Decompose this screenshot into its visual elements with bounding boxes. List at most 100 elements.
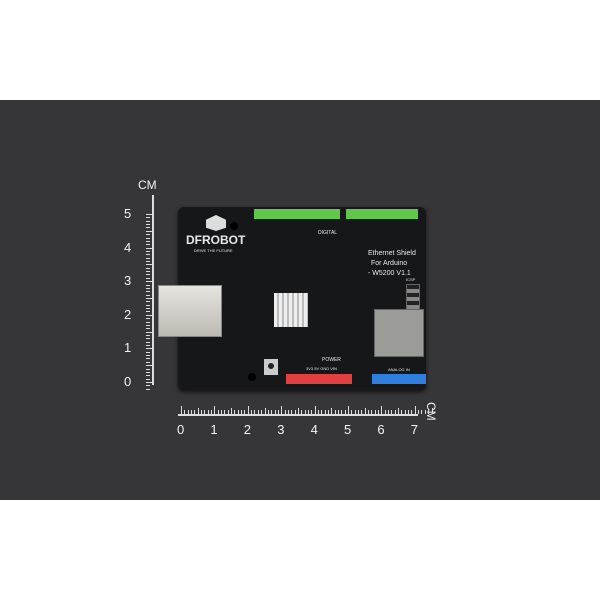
- horizontal-ruler-tick: [291, 410, 293, 414]
- horizontal-ruler-tick: [261, 410, 263, 414]
- title-line-2: For Arduino: [371, 260, 408, 267]
- vertical-ruler-tick: [146, 234, 150, 236]
- horizontal-ruler-tick: [364, 408, 366, 414]
- horizontal-ruler-tick: [428, 410, 430, 414]
- vertical-ruler-tick: [146, 250, 150, 252]
- horizontal-ruler-tick: [241, 410, 243, 414]
- horizontal-ruler-tick: [221, 410, 223, 414]
- horizontal-ruler-label: 6: [377, 422, 385, 437]
- horizontal-ruler-tick: [277, 410, 279, 414]
- horizontal-ruler-tick: [231, 408, 233, 414]
- vertical-ruler-tick: [146, 298, 152, 299]
- horizontal-ruler-label: 4: [310, 422, 318, 437]
- horizontal-ruler-tick: [334, 410, 336, 414]
- vertical-ruler-tick: [146, 341, 150, 343]
- horizontal-ruler-label: 7: [410, 422, 419, 437]
- horizontal-ruler-tick: [398, 408, 400, 414]
- horizontal-ruler-tick: [234, 410, 236, 414]
- vertical-ruler-tick: [146, 271, 150, 273]
- vertical-ruler-tick: [146, 264, 152, 266]
- vertical-ruler-tick: [146, 351, 150, 353]
- horizontal-ruler-tick: [257, 410, 259, 414]
- vertical-ruler-unit: CM: [138, 178, 157, 192]
- vertical-ruler-tick: [146, 361, 150, 363]
- analog-header: [372, 374, 426, 384]
- brand-tagline: DRIVE THE FUTURE: [194, 248, 233, 253]
- vertical-ruler-tick: [146, 304, 150, 306]
- horizontal-ruler-tick: [388, 410, 390, 414]
- dfrobot-logo-icon: [206, 215, 226, 231]
- horizontal-ruler-tick: [197, 408, 199, 414]
- vertical-ruler-tick: [146, 308, 150, 310]
- vertical-ruler-tick: [146, 291, 150, 293]
- horizontal-ruler-tick: [368, 410, 370, 414]
- vertical-ruler-tick: [146, 281, 154, 283]
- reset-button-cap: [268, 363, 274, 369]
- icsp-label: ICSP: [406, 277, 416, 282]
- vertical-ruler-tick: [146, 267, 150, 269]
- mount-hole: [248, 373, 256, 381]
- horizontal-ruler-tick: [314, 406, 316, 414]
- power-pin-labels: 3V3 5V GND VIN: [306, 366, 337, 371]
- horizontal-ruler-tick: [297, 408, 299, 414]
- sd-card-slot: [374, 309, 424, 357]
- horizontal-ruler-tick: [431, 408, 433, 414]
- horizontal-ruler-tick: [264, 408, 266, 414]
- horizontal-ruler-tick: [404, 410, 406, 414]
- horizontal-ruler-tick: [324, 410, 326, 414]
- vertical-ruler-tick: [146, 224, 150, 226]
- horizontal-ruler-tick: [211, 410, 213, 414]
- vertical-ruler-tick: [146, 261, 150, 263]
- horizontal-ruler-tick: [378, 410, 380, 414]
- vertical-ruler-tick: [146, 314, 154, 316]
- horizontal-ruler-tick: [311, 410, 313, 414]
- horizontal-ruler-tick: [321, 410, 323, 414]
- horizontal-ruler-label: 0: [177, 422, 185, 437]
- digital-label: DIGITAL: [318, 230, 338, 236]
- vertical-ruler-tick: [146, 254, 150, 256]
- horizontal-ruler-tick: [421, 410, 423, 414]
- vertical-ruler-tick: [146, 318, 150, 320]
- horizontal-ruler-tick: [391, 410, 393, 414]
- vertical-ruler-tick: [146, 334, 150, 336]
- horizontal-ruler-tick: [394, 410, 396, 414]
- horizontal-ruler-tick: [307, 410, 309, 414]
- vertical-ruler-tick: [146, 371, 150, 373]
- rj45-ethernet-jack: [158, 285, 222, 337]
- horizontal-ruler-tick: [274, 410, 276, 414]
- vertical-ruler-tick: [146, 358, 150, 360]
- vertical-ruler-tick: [146, 301, 150, 303]
- vertical-ruler-tick: [146, 214, 154, 215]
- vertical-ruler-label: 1: [124, 340, 132, 356]
- vertical-ruler-line: [152, 195, 154, 385]
- horizontal-ruler-tick: [191, 410, 193, 414]
- horizontal-ruler-tick: [304, 410, 306, 414]
- vertical-ruler-tick: [146, 338, 150, 340]
- horizontal-ruler-label: 3: [277, 422, 285, 437]
- horizontal-ruler-tick: [374, 410, 376, 414]
- vertical-ruler-tick: [146, 345, 150, 347]
- horizontal-ruler-tick: [187, 410, 189, 414]
- horizontal-ruler-label: 1: [210, 422, 218, 437]
- vertical-ruler-tick: [146, 217, 150, 219]
- vertical-ruler-tick: [146, 227, 150, 229]
- vertical-ruler-tick: [146, 355, 150, 357]
- vertical-ruler-label: 3: [124, 273, 132, 289]
- vertical-ruler-tick: [146, 385, 150, 387]
- horizontal-ruler-line: [178, 414, 418, 416]
- vertical-ruler-tick: [146, 388, 150, 390]
- vertical-ruler-label: 2: [124, 306, 132, 322]
- horizontal-ruler-tick: [358, 410, 360, 414]
- horizontal-ruler-tick: [344, 410, 346, 414]
- horizontal-ruler-tick: [361, 410, 363, 414]
- horizontal-ruler-unit: CM: [424, 402, 438, 421]
- vertical-ruler-tick: [146, 220, 150, 222]
- horizontal-ruler-label: 5: [344, 422, 352, 437]
- horizontal-ruler-tick: [351, 410, 353, 414]
- vertical-ruler-tick: [146, 244, 150, 246]
- mount-hole: [230, 222, 238, 230]
- horizontal-ruler-tick: [254, 410, 256, 414]
- brand-logo: DFROBOT: [186, 233, 246, 247]
- vertical-ruler-label: 5: [124, 206, 132, 221]
- title-line-3: - W5200 V1.1: [368, 270, 411, 277]
